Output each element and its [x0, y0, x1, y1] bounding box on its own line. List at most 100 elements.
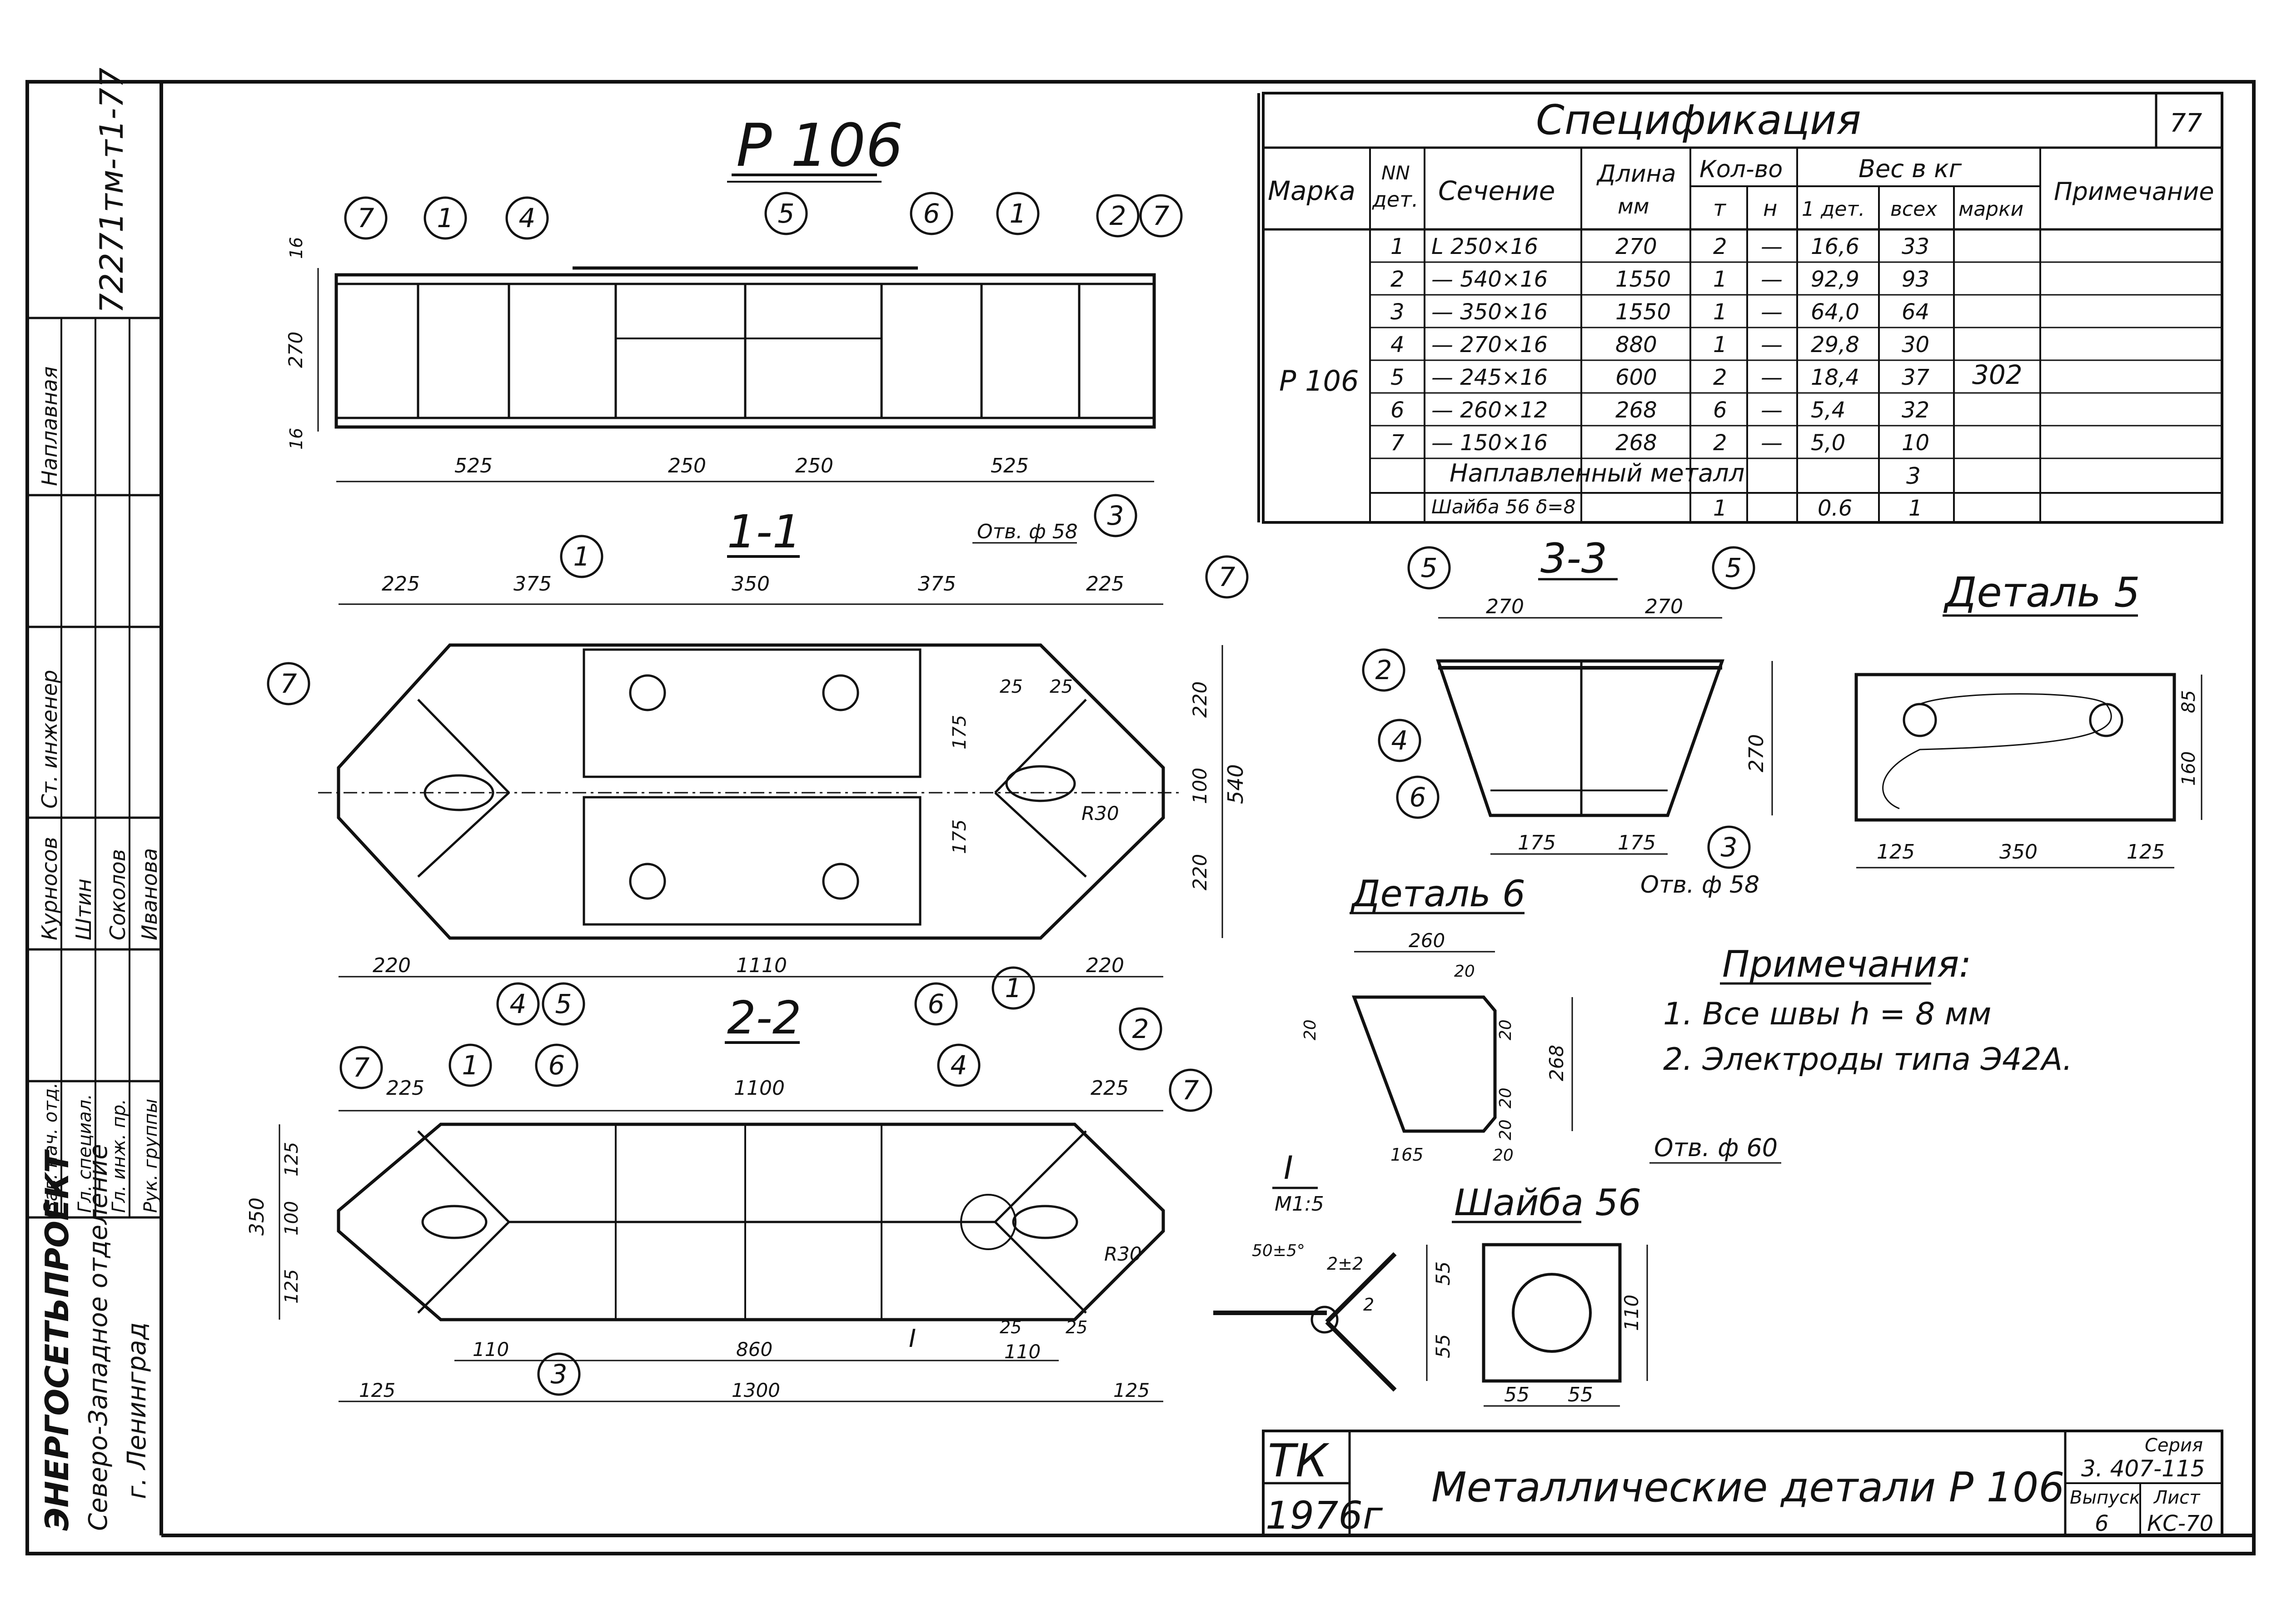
callout-label: 4 [510, 988, 527, 1019]
callout-balloon [764, 192, 808, 235]
spec-cell-length: 880 [1615, 332, 1657, 358]
callout-balloon [1094, 494, 1137, 537]
spec-cell-t: 6 [1713, 397, 1727, 423]
specification-table: 77 Спецификация Марка NN дет. Сечение Дл… [1262, 92, 2223, 524]
callout-balloon [1362, 648, 1405, 692]
detail6-title: Деталь 6 [1350, 873, 1525, 915]
sheet-number: 77 [2170, 109, 2202, 138]
spec-cell-all: 64 [1902, 299, 1929, 325]
spec-cell-section: — 350×16 [1431, 299, 1548, 325]
spec-cell-length: 268 [1615, 397, 1657, 423]
drawing-title: Р 106 [736, 111, 903, 180]
spec-cell-length: 270 [1615, 234, 1657, 259]
callout-label: 5 [1421, 552, 1438, 583]
org-name: ЭНЕРГОСЕТЬПРОЕКТ [39, 1149, 76, 1531]
spec-cell-all: 37 [1902, 365, 1930, 390]
spec-cell-n: 2 [1390, 267, 1405, 292]
spec-cell-t: 1 [1713, 299, 1727, 325]
s11-dim-top-3: 350 [732, 572, 770, 596]
note-1: 1. Все швы h = 8 мм [1663, 996, 1991, 1032]
hdr-qty-n: н [1763, 196, 1777, 221]
callout-label: 5 [778, 198, 795, 229]
callout-balloon [424, 196, 467, 240]
callout-label: 1 [573, 541, 590, 572]
callout-balloon [1396, 775, 1440, 819]
spec-cell-t: 2 [1713, 234, 1727, 259]
callout-balloon [1205, 555, 1249, 599]
spec-cell-one: 5,4 [1811, 397, 1845, 423]
callout-label: 6 [1410, 782, 1426, 813]
s22-dim-b-6: 125 [359, 1379, 395, 1401]
s11-dim-r-4: 540 [1223, 764, 1248, 804]
s22-dim-top-1: 225 [386, 1077, 424, 1100]
s33-dim-4: 175 [1518, 831, 1556, 854]
s22-node-ref: I [909, 1324, 916, 1353]
d5-dim-3: 125 [1877, 840, 1915, 864]
s11-dim-bot-1: 220 [373, 954, 411, 977]
tb-issue: 6 [2095, 1511, 2109, 1536]
s33-dim-5: 175 [1618, 831, 1656, 854]
tb-tk: ТК [1268, 1434, 1330, 1487]
spec-cell-t: 1 [1713, 267, 1727, 292]
callout-balloon [542, 982, 585, 1026]
spec-cell-h: — [1761, 430, 1783, 456]
spec-cell-length: 268 [1615, 430, 1657, 456]
s11-dim-top-5: 225 [1086, 572, 1124, 596]
top-dim-4: 525 [991, 454, 1029, 477]
s11-r30: R30 [1081, 802, 1119, 824]
stamp-role-2: Гл. специал. [75, 1094, 95, 1213]
tb-title: Металлические детали Р 106 [1431, 1464, 2064, 1511]
spec-cell-all: 30 [1902, 332, 1929, 358]
callout-label: 6 [923, 198, 940, 229]
s11-dim-top-4: 375 [918, 572, 956, 596]
spec-cell-section: — 260×12 [1431, 397, 1548, 423]
spec-mark-value: Р 106 [1279, 364, 1359, 397]
d6-dim-1: 260 [1409, 929, 1445, 952]
callout-balloon [910, 192, 953, 235]
section-22: 225 1100 225 125 100 125 350 110 860 25 … [245, 1077, 1165, 1402]
spec-washer-t: 1 [1713, 496, 1727, 521]
spec-deposit-value: 3 [1906, 463, 1921, 489]
callout-label: 7 [353, 1052, 370, 1083]
s22-dim-b-7: 1300 [732, 1379, 780, 1401]
w56-dim-5: 55 [1568, 1383, 1593, 1406]
stamp-role-3: Гл. инж. пр. [109, 1099, 130, 1213]
callout-balloon [505, 196, 549, 240]
notes-title: Примечания: [1722, 943, 1971, 985]
stamp-role-1: Зав. нач. отд. [40, 1083, 61, 1213]
callout-balloon [1707, 825, 1751, 869]
node-detail: I М1:5 50±5° 2±2 2 [1213, 1149, 1397, 1392]
d5-dim-4: 350 [1999, 840, 2038, 864]
spec-cell-one: 64,0 [1811, 299, 1859, 325]
spec-cell-t: 2 [1713, 430, 1727, 456]
stamp-name-4: Иванова [137, 848, 162, 940]
stamp-role-5: Ст. инженер [37, 670, 62, 809]
top-dim-h1: 16 [286, 237, 306, 259]
spec-cell-section: — 540×16 [1431, 267, 1548, 292]
s11-dim-top-1: 225 [382, 572, 420, 596]
node-angle: 50±5° [1252, 1242, 1305, 1260]
callout-balloon [267, 662, 310, 705]
hdr-weight: Вес в кг [1858, 154, 1962, 183]
hdr-w-one: 1 дет. [1802, 198, 1865, 221]
detail-5: 85 160 125 350 125 [1854, 673, 2202, 869]
section-11-title: 1-1 [727, 505, 801, 558]
spec-cell-n: 3 [1390, 299, 1405, 325]
spec-cell-h: — [1761, 332, 1783, 358]
s22-dim-b-2: 860 [736, 1338, 772, 1361]
washer-title: Шайба 56 [1454, 1182, 1641, 1224]
callout-label: 7 [1219, 561, 1236, 592]
callout-balloon [344, 196, 388, 240]
stamp-name-1: Курносов [37, 837, 62, 940]
top-dim-3: 250 [795, 454, 833, 477]
callout-label: 1 [462, 1050, 479, 1081]
spec-cell-h: — [1761, 397, 1783, 423]
s22-dim-b-3: 25 [1000, 1317, 1021, 1337]
callout-label: 5 [555, 988, 572, 1019]
spec-cell-h: — [1761, 267, 1783, 292]
top-dim-h2: 270 [284, 332, 307, 368]
callout-label: 4 [519, 203, 536, 233]
node-gap: 2±2 [1327, 1254, 1363, 1274]
d5-dim-1: 85 [2178, 690, 2199, 713]
